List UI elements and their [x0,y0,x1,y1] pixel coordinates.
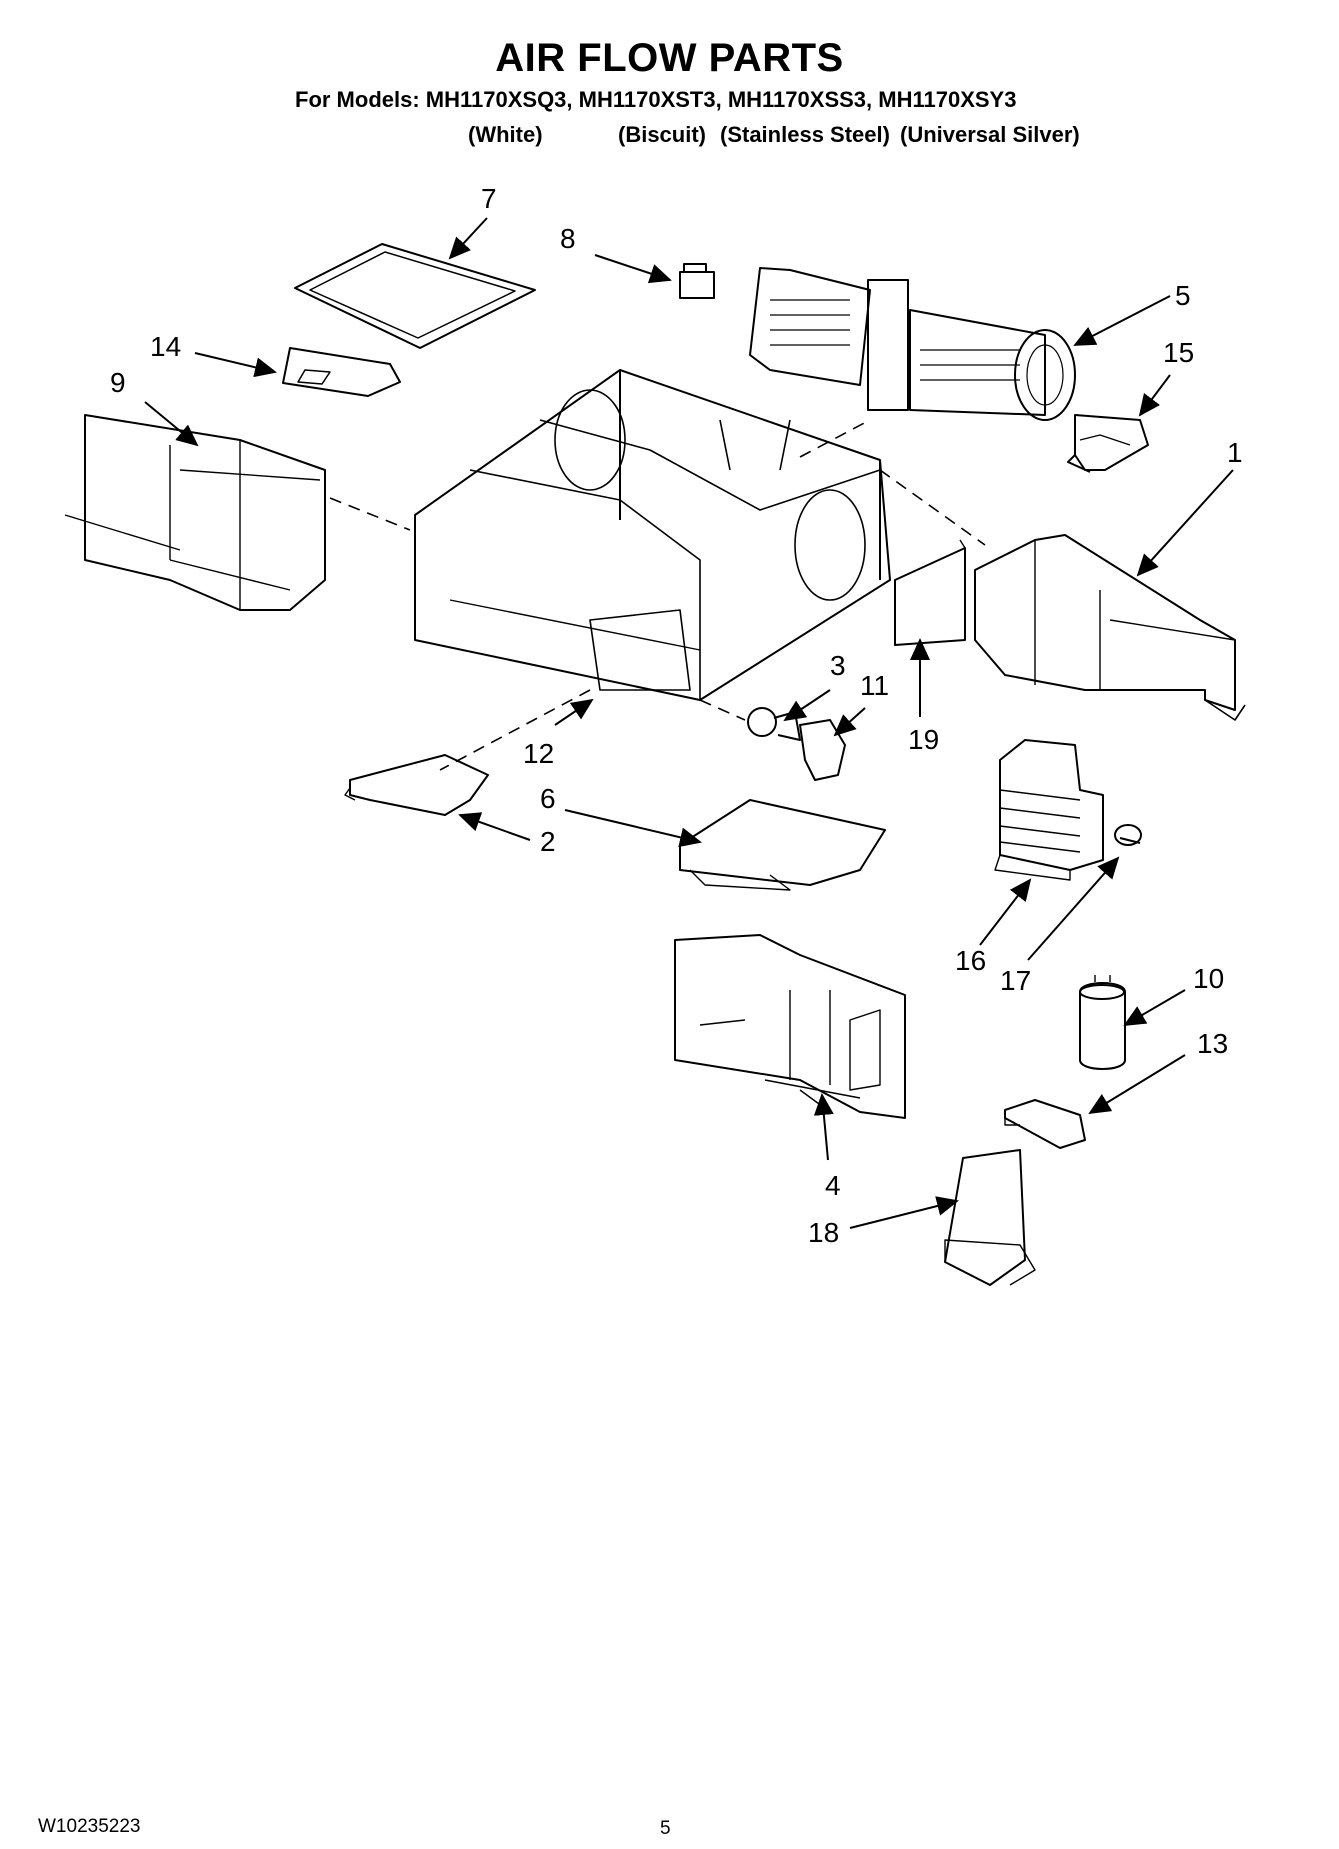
part-duct-18 [944,1149,1036,1286]
callout-1: 1 [1227,437,1243,468]
callout-16: 16 [955,945,987,976]
variant-biscuit: (Biscuit) [618,122,706,147]
document-number: W10235223 [38,1816,141,1837]
part-capacitor-10 [1079,975,1126,1070]
callout-10: 10 [1193,963,1225,994]
part-bracket-15 [1067,414,1149,473]
part-bracket-13 [1004,1099,1086,1149]
part-lamp-bulb [747,707,801,741]
callout-12: 12 [523,738,555,769]
callout-8: 8 [560,223,576,254]
callout-13: 13 [1197,1028,1229,1059]
part-blower-assembly [749,267,1076,421]
part-cover-2 [344,754,489,816]
callout-3: 3 [830,650,846,681]
part-plate-14 [282,347,401,397]
variant-white: (White) [468,122,543,147]
callout-14: 14 [150,331,182,362]
part-clip-8 [679,263,715,299]
part-main-cavity [414,369,891,701]
part-thermal-cutout-17 [1114,824,1142,846]
page-title: AIR FLOW PARTS [495,36,844,80]
part-air-guide-9 [64,414,326,611]
callout-11: 11 [860,670,890,701]
callout-4: 4 [825,1170,841,1201]
variant-silver: (Universal Silver) [900,122,1080,147]
variant-stainless: (Stainless Steel) [720,122,890,147]
part-filter-frame [294,243,536,349]
part-cover-6 [679,799,886,891]
part-duct-1 [974,534,1246,721]
part-transformer-16 [994,739,1104,881]
part-lamp-socket [799,719,846,781]
callout-15: 15 [1163,337,1195,368]
callout-5: 5 [1175,280,1191,311]
part-panel-19 [894,539,966,646]
callout-17: 17 [1000,965,1032,996]
models-line: For Models: MH1170XSQ3, MH1170XST3, MH11… [295,87,1017,112]
callout-6: 6 [540,783,556,814]
callout-7: 7 [481,183,497,214]
page-number: 5 [660,1818,671,1839]
callout-19: 19 [908,724,940,755]
callout-2: 2 [540,826,556,857]
callout-9: 9 [110,367,126,398]
callout-18: 18 [808,1217,840,1248]
part-plate-4 [674,934,906,1119]
